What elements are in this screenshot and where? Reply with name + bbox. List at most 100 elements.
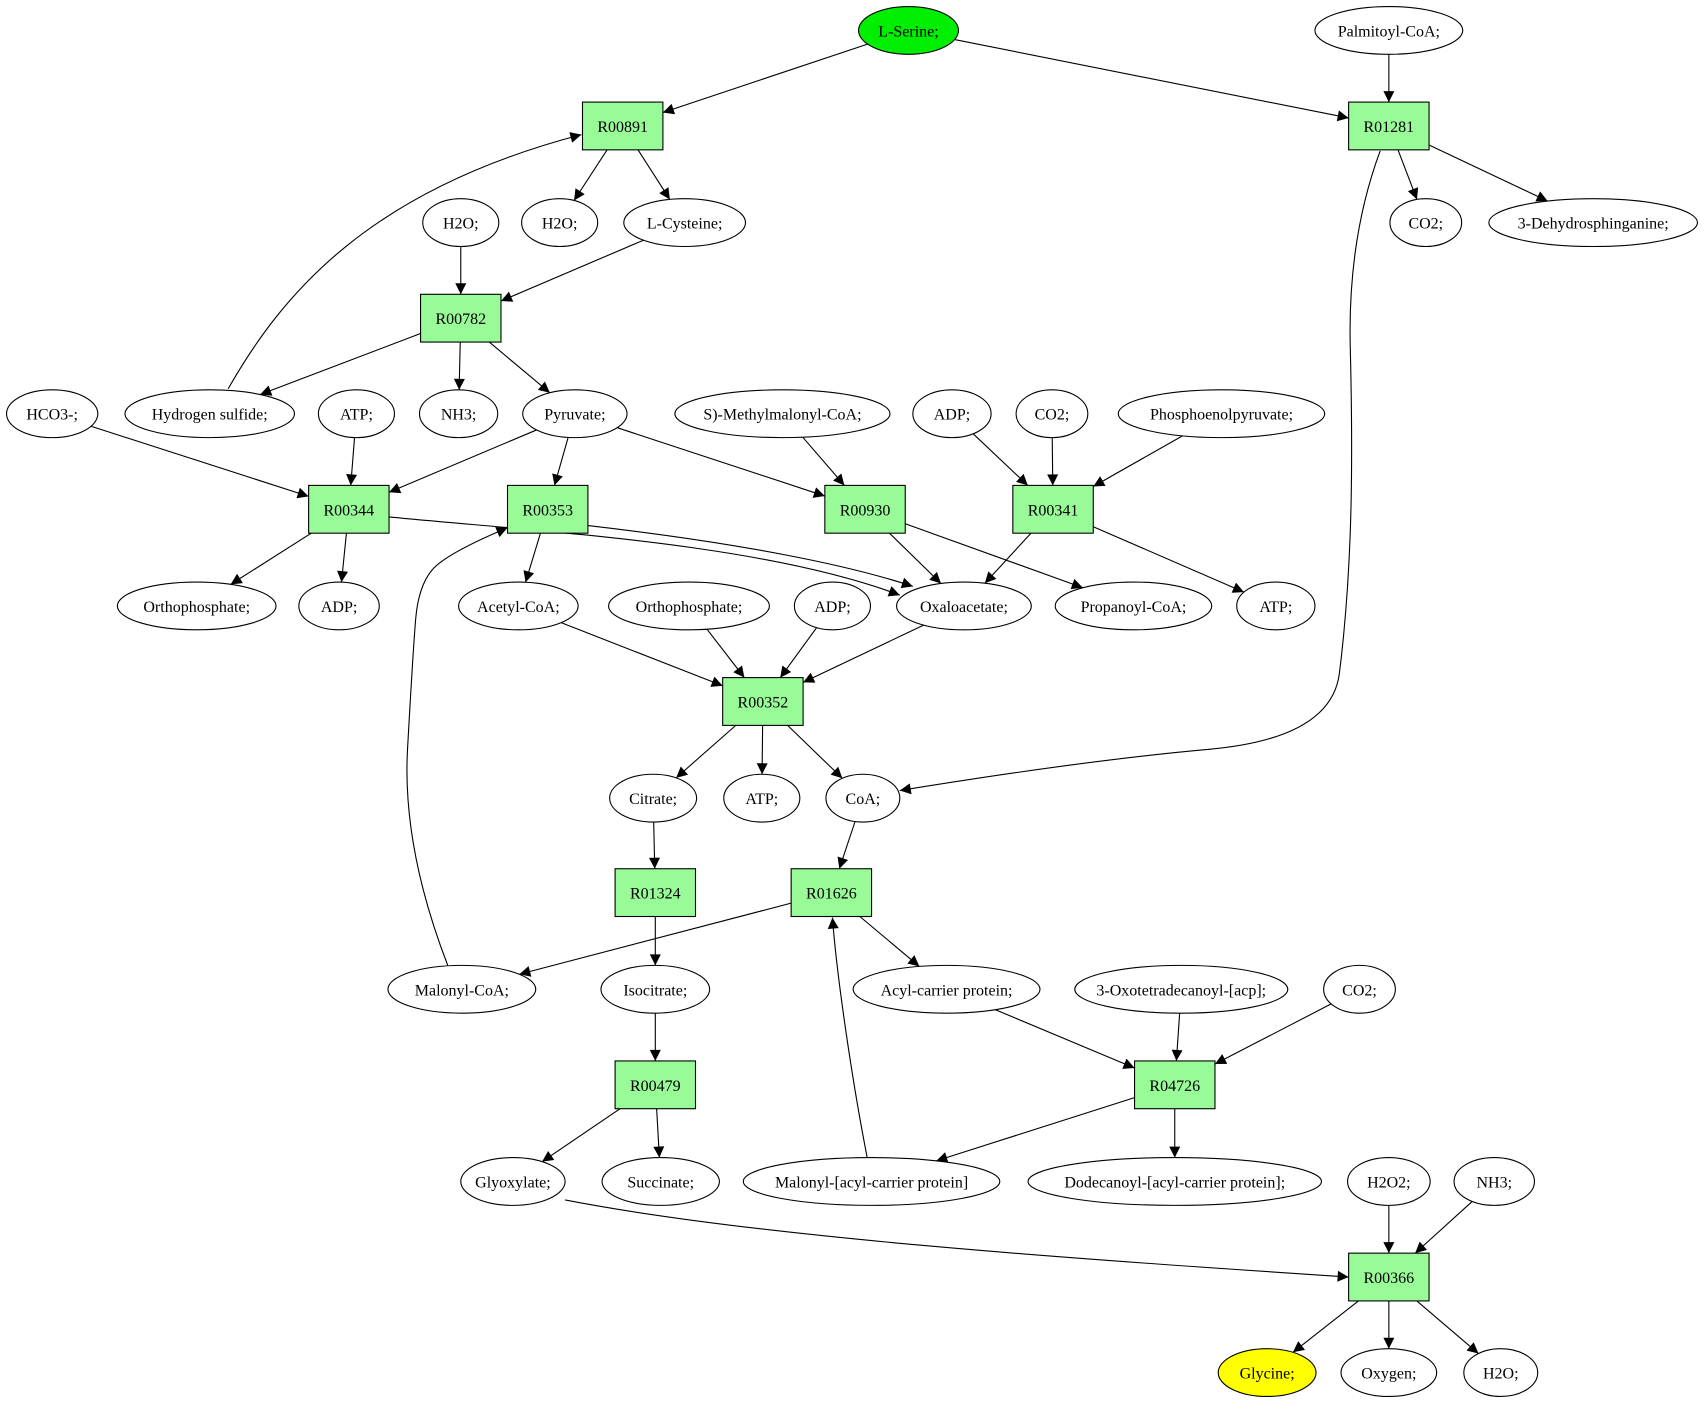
compound-node-co2-b[interactable]: CO2; (1015, 389, 1089, 439)
reaction-node-r01281[interactable]: R01281 (1348, 101, 1430, 151)
edge-R00352-to-atp_c (756, 725, 768, 775)
compound-ellipse (1217, 1348, 1317, 1398)
edge-glyoxylate-to-R00366 (564, 1199, 1349, 1282)
reaction-label: R04726 (1149, 1078, 1200, 1095)
reaction-node-r00782[interactable]: R00782 (420, 293, 502, 343)
compound-ellipse (1015, 389, 1089, 439)
compound-node-oxalo[interactable]: Oxaloacetate; (896, 581, 1032, 631)
compound-ellipse (460, 1157, 566, 1206)
compound-node-dehydro[interactable]: 3-Dehydrosphinganine; (1488, 198, 1699, 248)
reaction-node-r00352[interactable]: R00352 (722, 677, 804, 726)
compound-node-h2s[interactable]: Hydrogen sulfide; (124, 389, 296, 439)
edge-R00891-to-cysteine (637, 149, 671, 200)
compound-node-ortho-a[interactable]: Orthophosphate; (116, 581, 277, 631)
compound-node-adp-c[interactable]: ADP; (793, 581, 872, 631)
compound-node-cysteine[interactable]: L-Cysteine; (623, 198, 747, 248)
compound-label: ADP; (814, 599, 850, 616)
compound-node-glycine[interactable]: Glycine; (1217, 1348, 1317, 1398)
compound-node-h2o-b[interactable]: H2O; (521, 198, 599, 248)
compound-ellipse (674, 389, 891, 439)
compound-label: Glycine; (1240, 1366, 1295, 1383)
compound-node-citrate[interactable]: Citrate; (609, 773, 698, 823)
reaction-label: R00344 (324, 502, 375, 519)
reaction-label: R00930 (840, 502, 891, 519)
compound-label: Propanoyl-CoA; (1081, 599, 1187, 616)
compound-ellipse (298, 581, 380, 631)
compound-ellipse (1314, 5, 1464, 55)
reaction-box (308, 484, 390, 534)
compound-node-oxygen[interactable]: Oxygen; (1340, 1348, 1438, 1398)
compound-node-dodecanoyl[interactable]: Dodecanoyl-[acyl-carrier protein]; (1027, 1157, 1323, 1206)
compound-node-isocitrate[interactable]: Isocitrate; (600, 964, 711, 1014)
edge-nh3_b-to-R00366 (1414, 1201, 1473, 1254)
reaction-node-r00479[interactable]: R00479 (614, 1060, 697, 1110)
compound-label: Pyruvate; (544, 407, 605, 424)
compound-node-coa[interactable]: CoA; (825, 773, 901, 823)
edge-R00353-to-oxalo (587, 525, 914, 589)
compound-ellipse (723, 773, 801, 823)
compound-node-acetyl[interactable]: Acetyl-CoA; (458, 581, 579, 631)
compound-ellipse (1054, 581, 1213, 631)
compound-node-co2-c[interactable]: CO2; (1323, 964, 1396, 1014)
compound-node-nh3-a[interactable]: NH3; (418, 389, 499, 439)
compound-ellipse (1117, 389, 1326, 439)
reaction-node-r00353[interactable]: R00353 (506, 484, 589, 534)
edge-pyruvate-to-R00930 (617, 427, 826, 498)
compound-ellipse (857, 5, 960, 55)
compound-node-oxotetra[interactable]: 3-Oxotetradecanoyl-[acp]; (1074, 964, 1289, 1014)
edge-oxalo-to-R00352 (802, 624, 924, 683)
compound-node-methylmal[interactable]: S)-Methylmalonyl-CoA; (674, 389, 891, 439)
compound-node-atp-b[interactable]: ATP; (1236, 581, 1316, 631)
edge-pep-to-R00341 (1092, 435, 1183, 487)
compound-node-atp-a[interactable]: ATP; (317, 389, 396, 439)
compound-node-malacp[interactable]: Malonyl-[acyl-carrier protein] (742, 1157, 1001, 1206)
compound-node-glyoxylate[interactable]: Glyoxylate; (460, 1157, 566, 1206)
compound-node-palmitoyl[interactable]: Palmitoyl-CoA; (1314, 5, 1464, 55)
compound-ellipse (1453, 1157, 1536, 1206)
edge-adp_a-to-R00341 (972, 433, 1029, 486)
reaction-box (506, 484, 589, 534)
reaction-node-r00366[interactable]: R00366 (1348, 1252, 1430, 1302)
compound-node-adp-b[interactable]: ADP; (298, 581, 380, 631)
compound-node-acp[interactable]: Acyl-carrier protein; (852, 964, 1041, 1014)
edge-hco3-to-R00344 (90, 425, 309, 499)
reaction-box (420, 293, 502, 343)
reaction-node-r01626[interactable]: R01626 (790, 868, 873, 918)
edge-R00366-to-glycine (1292, 1300, 1359, 1353)
compound-node-pep[interactable]: Phosphoenolpyruvate; (1117, 389, 1326, 439)
reaction-node-r00891[interactable]: R00891 (581, 101, 664, 151)
reaction-node-r00341[interactable]: R00341 (1012, 484, 1094, 534)
compound-node-atp-c[interactable]: ATP; (723, 773, 801, 823)
compound-label: Palmitoyl-CoA; (1338, 23, 1440, 40)
compound-node-succinate[interactable]: Succinate; (601, 1157, 720, 1206)
compound-label: CO2; (1342, 982, 1377, 999)
compound-ellipse (317, 389, 396, 439)
edge-acp-to-R04726 (995, 1009, 1135, 1069)
reaction-node-r04726[interactable]: R04726 (1134, 1060, 1216, 1110)
edge-co2_b-to-R00341 (1047, 437, 1059, 486)
compound-node-serine[interactable]: L-Serine; (857, 5, 960, 55)
compound-node-h2o-a[interactable]: H2O; (422, 198, 500, 248)
compound-node-propanoyl[interactable]: Propanoyl-CoA; (1054, 581, 1213, 631)
reaction-node-r00930[interactable]: R00930 (824, 484, 906, 534)
reaction-node-r01324[interactable]: R01324 (614, 868, 697, 918)
compound-label: Acetyl-CoA; (477, 599, 560, 616)
compound-node-h2o-c[interactable]: H2O; (1463, 1348, 1539, 1398)
compound-ellipse (1463, 1348, 1539, 1398)
compound-node-hco3[interactable]: HCO3-; (5, 389, 99, 439)
compound-node-pyruvate[interactable]: Pyruvate; (522, 389, 628, 439)
compound-node-ortho-b[interactable]: Orthophosphate; (608, 581, 770, 631)
compound-node-malonylcoa[interactable]: Malonyl-CoA; (387, 964, 537, 1014)
compound-ellipse (522, 389, 628, 439)
compound-node-co2-a[interactable]: CO2; (1389, 198, 1463, 248)
compound-label: H2O; (1483, 1366, 1519, 1383)
reaction-box (614, 868, 697, 918)
compound-node-h2o2[interactable]: H2O2; (1347, 1157, 1431, 1206)
edge-R00352-to-coa (787, 724, 843, 779)
reaction-node-r00344[interactable]: R00344 (308, 484, 390, 534)
compound-ellipse (623, 198, 747, 248)
compound-node-nh3-b[interactable]: NH3; (1453, 1157, 1536, 1206)
compound-label: H2O; (542, 216, 578, 233)
compound-node-adp-a[interactable]: ADP; (912, 389, 992, 439)
